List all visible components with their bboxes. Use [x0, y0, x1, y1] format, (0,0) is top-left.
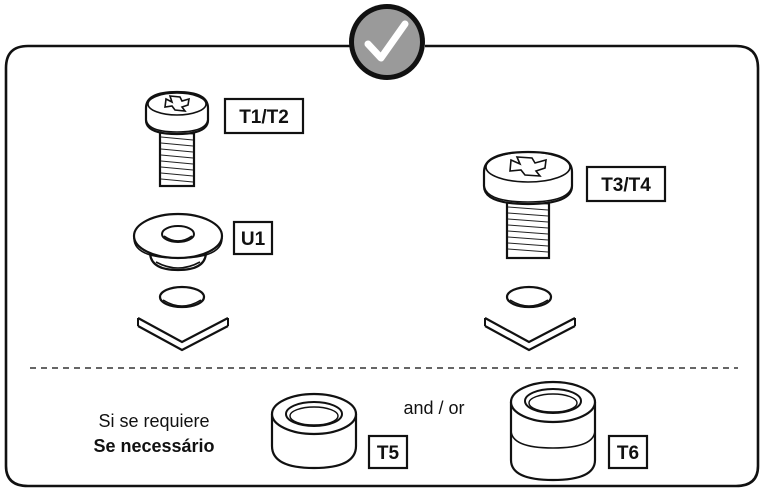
label-t1t2: T1/T2 [239, 107, 289, 128]
mounting-hole-left [158, 285, 206, 309]
label-t5: T5 [377, 443, 400, 464]
label-u1: U1 [241, 229, 266, 250]
and-or-text: and / or [403, 398, 464, 418]
label-t3t4: T3/T4 [601, 175, 651, 196]
mounting-hole-right [505, 285, 553, 309]
screw-t1t2 [144, 90, 210, 188]
checkmark-icon [364, 20, 409, 62]
washer-u1 [132, 212, 224, 272]
screw-t3t4 [482, 150, 574, 260]
label-box-t5 [367, 434, 409, 470]
label-box-t6 [607, 434, 649, 470]
label-box-u1 [232, 220, 274, 256]
label-box-t1t2 [223, 97, 305, 135]
mounting-plate-right [484, 317, 576, 352]
mounting-plate-left [137, 317, 229, 352]
label-t6: T6 [617, 443, 639, 464]
footer-line-1: Si se requiere [98, 411, 209, 431]
spacer-t5 [270, 392, 358, 470]
frame [4, 44, 760, 488]
check-badge [349, 4, 425, 80]
footer-line-2: Se necessário [93, 436, 214, 456]
label-box-t3t4 [585, 165, 667, 203]
spacer-t6 [509, 380, 597, 482]
